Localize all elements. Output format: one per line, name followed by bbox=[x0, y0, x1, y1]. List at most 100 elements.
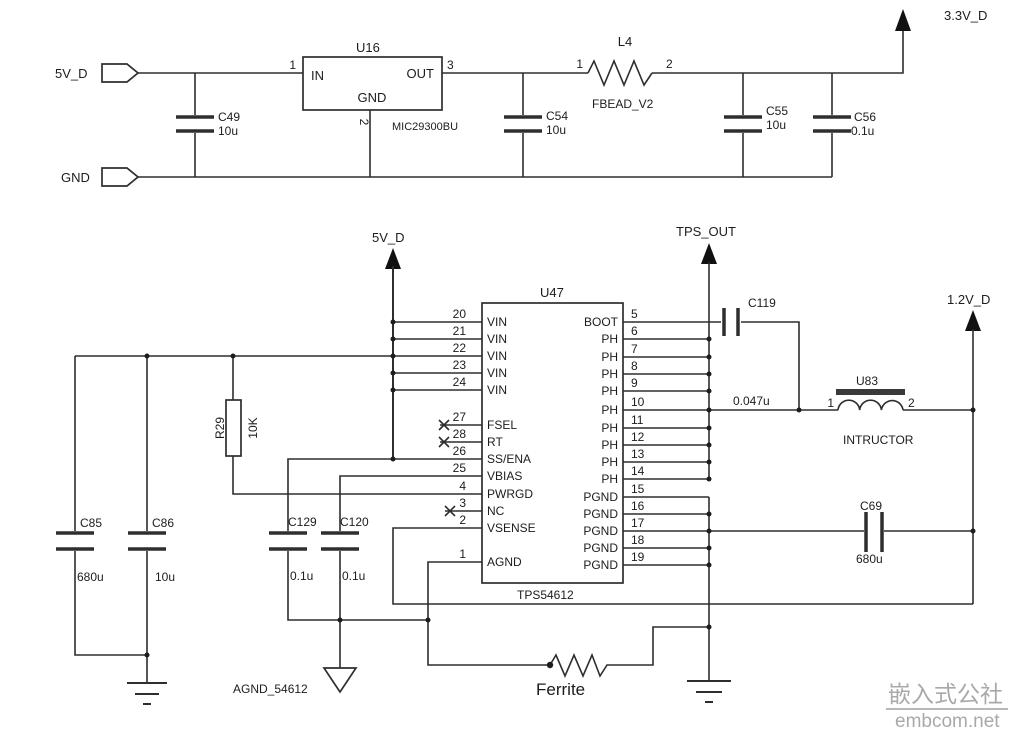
ref-c56: C56 bbox=[854, 110, 876, 124]
l4-pin2: 2 bbox=[666, 57, 673, 71]
capacitor-c55: C55 10u bbox=[724, 73, 788, 177]
ic-body bbox=[302, 56, 443, 111]
pin-num: 1 bbox=[459, 547, 466, 561]
ref-c119: C119 bbox=[748, 296, 776, 310]
junction-dots bbox=[144, 319, 976, 669]
pin-name: PH bbox=[601, 403, 618, 417]
power-arrow-1v2 bbox=[965, 310, 981, 331]
u83-pin2: 2 bbox=[908, 396, 915, 410]
wire bbox=[623, 338, 709, 480]
capacitor-plates bbox=[724, 115, 762, 133]
value-c85: 680u bbox=[77, 570, 104, 584]
capacitor-c85: C85 680u bbox=[56, 356, 147, 656]
watermark-domain: embcom.net bbox=[895, 711, 1000, 732]
capacitor-c49: C49 10u bbox=[176, 73, 240, 177]
resistor-r29: R29 10K bbox=[213, 356, 482, 495]
pin-num: 23 bbox=[453, 358, 467, 372]
wire-agnd bbox=[427, 561, 550, 666]
pin-num: 24 bbox=[453, 375, 467, 389]
pin-num: 25 bbox=[453, 461, 467, 475]
u16-pin-gnd: GND bbox=[358, 90, 387, 105]
u16-pin-in: IN bbox=[311, 68, 324, 83]
pin-name: VIN bbox=[487, 366, 507, 380]
pin-num: 22 bbox=[453, 341, 467, 355]
pin-num: 26 bbox=[453, 444, 467, 458]
buck-converter-circuit: 5V_D C85 680u C86 10u R29 10K bbox=[56, 224, 990, 705]
pin-name: VIN bbox=[487, 383, 507, 397]
u16-pin3-num: 3 bbox=[447, 58, 454, 72]
ref-u47: U47 bbox=[540, 285, 564, 300]
zigzag bbox=[587, 58, 653, 88]
value-c69: 680u bbox=[856, 552, 883, 566]
ref-c49: C49 bbox=[218, 110, 240, 124]
pin-num: 17 bbox=[631, 516, 645, 530]
capacitor-c69: C69 680u bbox=[856, 499, 884, 566]
capacitor-c56: C56 0.1u bbox=[813, 73, 876, 177]
value-r29: 10K bbox=[246, 417, 260, 438]
ferrite-bead: Ferrite bbox=[536, 626, 709, 699]
capacitor-plates bbox=[722, 308, 740, 336]
net-label-1v2: 1.2V_D bbox=[947, 292, 990, 307]
value-c54: 10u bbox=[546, 123, 566, 137]
pin-name: PH bbox=[601, 421, 618, 435]
ref-u16: U16 bbox=[356, 40, 380, 55]
u16-pin1-num: 1 bbox=[289, 58, 296, 72]
pin-name: VIN bbox=[487, 349, 507, 363]
pin-num: 20 bbox=[453, 307, 467, 321]
part-u83: INTRUCTOR bbox=[843, 433, 914, 447]
part-u16: MIC29300BU bbox=[392, 121, 458, 133]
net-label-5v: 5V_D bbox=[55, 66, 88, 81]
value-c119: 0.047u bbox=[733, 394, 770, 408]
pin-name: BOOT bbox=[584, 315, 619, 329]
pin-name: VBIAS bbox=[487, 469, 522, 483]
capacitor-plates bbox=[176, 115, 214, 133]
wire bbox=[623, 496, 709, 566]
resistor-body bbox=[225, 399, 242, 457]
net-label-gnd: GND bbox=[61, 170, 90, 185]
wire bbox=[75, 321, 482, 391]
pin-name: VIN bbox=[487, 315, 507, 329]
zigzag bbox=[549, 626, 709, 679]
pin-num: 11 bbox=[631, 413, 644, 427]
value-c120: 0.1u bbox=[342, 569, 365, 583]
pin-num: 8 bbox=[631, 359, 638, 373]
net-label-3v3: 3.3V_D bbox=[944, 8, 987, 23]
capacitor-c54: C54 10u bbox=[504, 73, 568, 177]
inductor-u83: U83 1 2 INTRUCTOR bbox=[827, 374, 915, 447]
watermark: 嵌入式公社 embcom.net bbox=[886, 681, 1008, 732]
ref-c129: C129 bbox=[288, 515, 317, 529]
ground-symbol-left bbox=[127, 682, 167, 705]
part-u47: TPS54612 bbox=[517, 588, 574, 602]
u16-pin2-num: 2 bbox=[357, 119, 371, 126]
pin-num: 28 bbox=[453, 427, 467, 441]
pin-name: PH bbox=[601, 438, 618, 452]
pin-num: 18 bbox=[631, 533, 645, 547]
pin-num: 13 bbox=[631, 447, 645, 461]
pin-name: PGND bbox=[583, 524, 618, 538]
inductor-l4: L4 1 2 FBEAD_V2 bbox=[576, 34, 673, 111]
value-c56: 0.1u bbox=[851, 124, 874, 138]
pin-num: 19 bbox=[631, 550, 645, 564]
ic-u16: U16 IN OUT GND 1 3 2 MIC29300BU bbox=[289, 40, 458, 177]
pin-name: PH bbox=[601, 350, 618, 364]
capacitor-plates bbox=[128, 531, 166, 551]
pin-num: 5 bbox=[631, 307, 638, 321]
l4-pin1: 1 bbox=[576, 57, 583, 71]
value-c49: 10u bbox=[218, 124, 238, 138]
watermark-cjk: 嵌入式公社 bbox=[888, 681, 1003, 707]
capacitor-c86: C86 10u bbox=[128, 356, 175, 683]
wire bbox=[652, 28, 904, 74]
u83-pin1: 1 bbox=[827, 396, 834, 410]
ic-u47: U47 TPS54612 20 21 22 23 24 27 28 26 25 … bbox=[453, 285, 645, 602]
pin-name: VIN bbox=[487, 332, 507, 346]
agnd-triangle bbox=[322, 667, 358, 694]
wire-vsense bbox=[392, 527, 973, 605]
ground-symbol-right bbox=[687, 680, 731, 703]
pin-name: PWRGD bbox=[487, 487, 533, 501]
capacitor-plates bbox=[864, 512, 884, 552]
x-marks bbox=[438, 419, 456, 517]
no-connect-marks bbox=[438, 419, 482, 517]
pin-num: 6 bbox=[631, 324, 638, 338]
capacitor-c120: C120 0.1u bbox=[321, 475, 482, 668]
